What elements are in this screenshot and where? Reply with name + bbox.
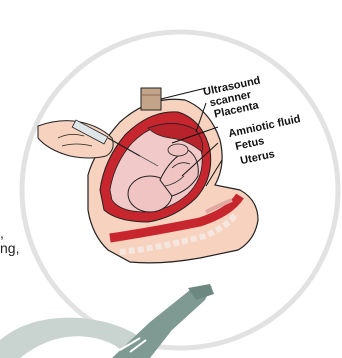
cropped-text-line1: ,: [0, 226, 4, 240]
ultrasound-scanner: [141, 88, 161, 110]
label-amniotic-fluid: Amniotic fluid: [227, 113, 301, 140]
body-cross-section: [88, 99, 258, 263]
cropped-text-line2: ng,: [0, 241, 19, 255]
